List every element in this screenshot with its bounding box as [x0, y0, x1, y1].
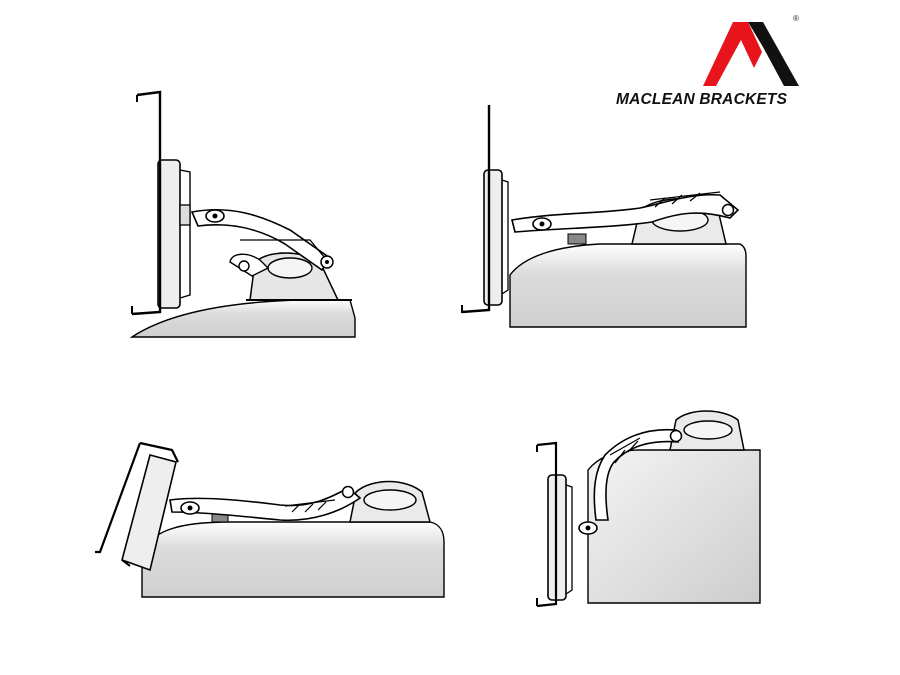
scene-flat-surface-extended [461, 105, 747, 328]
scene-tilted-tablet-low-surface [95, 441, 445, 598]
scene-front-edge-vertical [536, 410, 761, 608]
scene-curved-dashboard-upright [129, 90, 356, 338]
registered-mark: ® [793, 14, 799, 23]
brand-logo-icon [703, 22, 799, 86]
brand-name: MACLEAN BRACKETS [616, 91, 788, 108]
